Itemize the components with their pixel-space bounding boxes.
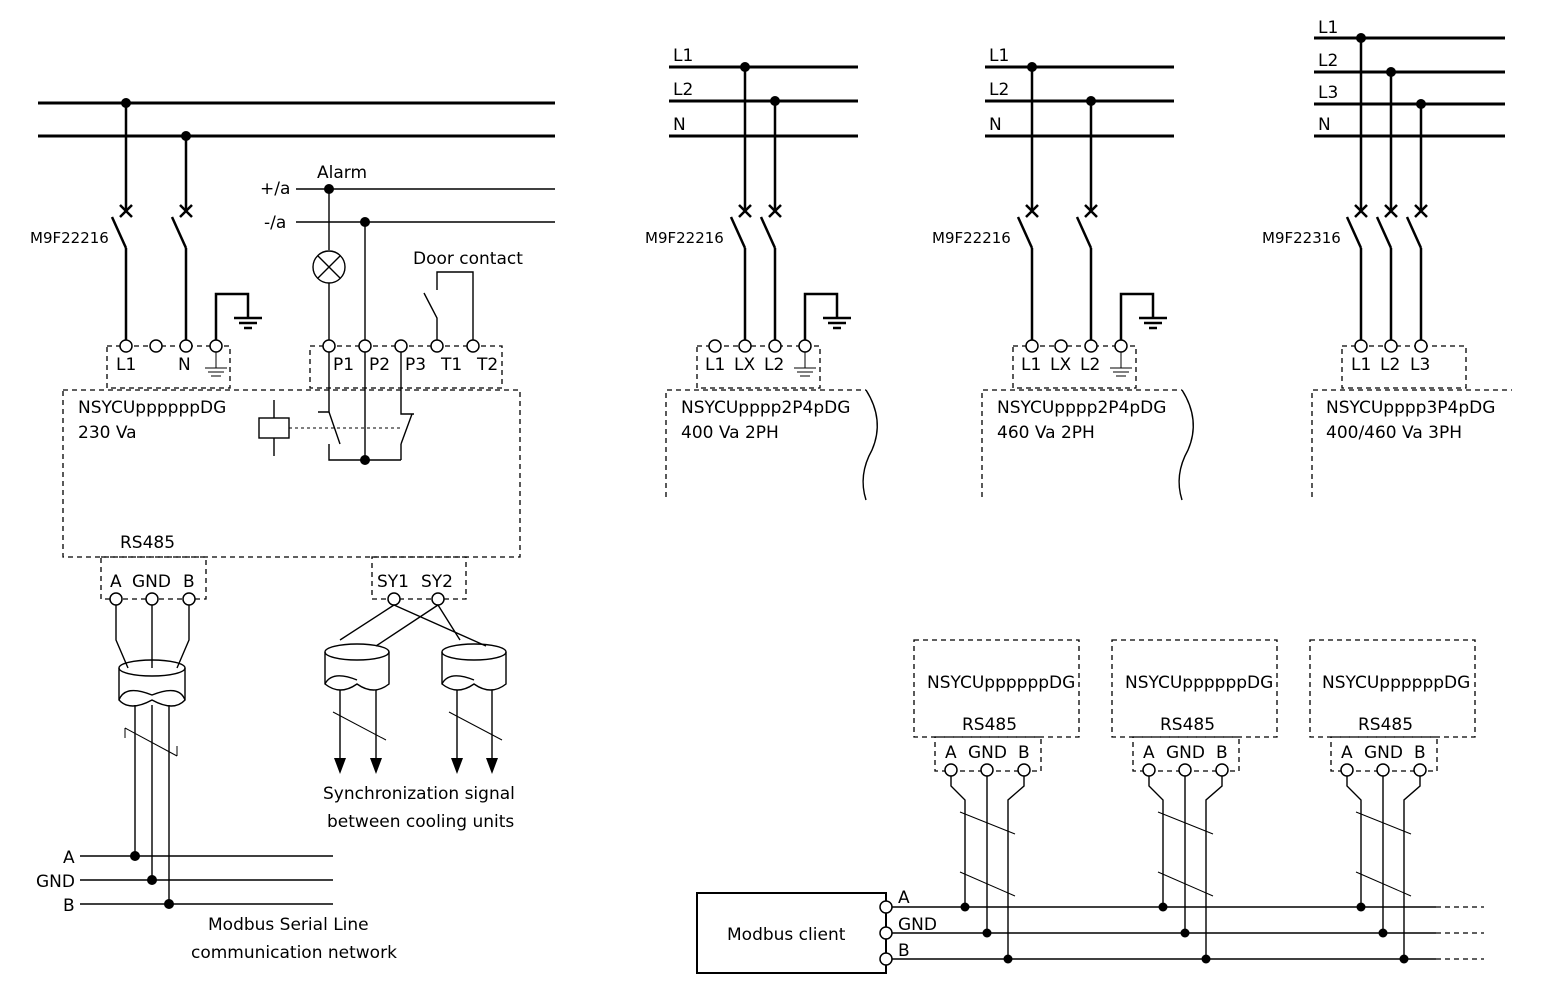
breaker-label: M9F22216 (645, 229, 724, 247)
door-contact-label: Door contact (413, 249, 523, 269)
terminal-label: GND (968, 743, 1007, 763)
terminal-label: GND (1364, 743, 1403, 763)
terminal-label: L1 (1351, 355, 1371, 375)
network-line-label: B (63, 896, 75, 916)
unit-name: NSYCUppppppDG (1125, 673, 1273, 693)
terminal-label: A (1143, 743, 1155, 763)
terminal-label: L2 (1380, 355, 1400, 375)
line-label: L3 (1318, 83, 1338, 103)
terminal-label: L1 (1021, 355, 1041, 375)
supply-plus-label: +/a (260, 179, 290, 199)
terminal-label: A (1341, 743, 1353, 763)
line-label: L2 (673, 80, 693, 100)
rs485-label: RS485 (120, 533, 175, 553)
diagram-single-phase-230v: M9F22216 L1 N +/a -/a Alarm Doo (30, 98, 555, 963)
bus-label: A (898, 888, 910, 908)
unit-name: NSYCUpppp3P4pDG (1326, 398, 1495, 418)
network-line-label: A (63, 848, 75, 868)
network-line-label: GND (36, 872, 75, 892)
bus-label: B (898, 941, 910, 961)
modbus-network: Modbus client A GND B NSYCUppppppDG RS48… (696, 639, 1484, 974)
line-label: L2 (1318, 51, 1338, 71)
modbus-unit: NSYCUppppppDG RS485 A GND B (913, 639, 1080, 964)
terminal-label: GND (132, 572, 171, 592)
line-label: L2 (989, 80, 1009, 100)
terminal-label: P2 (369, 355, 390, 375)
modbus-unit: NSYCUppppppDG RS485 A GND B (1111, 639, 1278, 964)
terminal-label: SY2 (421, 572, 453, 592)
cable-ferrite-icon (324, 643, 390, 691)
breaker-label: M9F22316 (1262, 229, 1341, 247)
line-label: L1 (1318, 18, 1338, 38)
terminal-label: P1 (333, 355, 354, 375)
terminal-label: B (183, 572, 195, 592)
line-label: N (673, 115, 686, 135)
network-caption-line1: Modbus Serial Line (208, 915, 369, 935)
unit-name: NSYCUppppppDG (78, 398, 226, 418)
supply-minus-label: -/a (264, 213, 286, 233)
rs485-label: RS485 (962, 715, 1017, 735)
terminal-label: P3 (405, 355, 426, 375)
network-caption-line2: communication network (191, 943, 397, 963)
unit-name: NSYCUppppppDG (1322, 673, 1470, 693)
terminal-label: L3 (1410, 355, 1430, 375)
unit-rating: 400/460 Va 3PH (1326, 423, 1462, 443)
terminal-label: B (1216, 743, 1228, 763)
alarm-label: Alarm (317, 163, 367, 183)
line-label: L1 (989, 46, 1009, 66)
line-label: N (989, 115, 1002, 135)
terminal-label: LX (734, 355, 755, 375)
breaker-label: M9F22216 (30, 229, 109, 247)
unit-rating: 460 Va 2PH (997, 423, 1095, 443)
terminal-label: T2 (476, 355, 498, 375)
unit-name: NSYCUpppp2P4pDG (681, 398, 850, 418)
alarm-lamp-icon (312, 250, 346, 284)
rs485-label: RS485 (1358, 715, 1413, 735)
terminal-label: L1 (116, 355, 136, 375)
bus-label: GND (898, 915, 937, 935)
terminal-label: LX (1050, 355, 1071, 375)
cable-ferrite-icon (118, 659, 186, 707)
breaker-label: M9F22216 (932, 229, 1011, 247)
terminal-label: B (1018, 743, 1030, 763)
terminal-label: A (945, 743, 957, 763)
line-label: N (1318, 115, 1331, 135)
terminal-label: N (178, 355, 191, 375)
modbus-client-label: Modbus client (727, 925, 846, 945)
cable-ferrite-icon (441, 643, 507, 691)
diagram-three-phase: L1 L2 L3 N M9F22316 L1 L2 L3 NSYCUpppp3P… (1262, 18, 1512, 497)
sync-caption-line2: between cooling units (327, 812, 514, 832)
modbus-unit: NSYCUppppppDG RS485 A GND B (1309, 639, 1476, 964)
unit-rating: 230 Va (78, 423, 137, 443)
rs485-label: RS485 (1160, 715, 1215, 735)
unit-name: NSYCUppppppDG (927, 673, 1075, 693)
terminal-label: B (1414, 743, 1426, 763)
unit-rating: 400 Va 2PH (681, 423, 779, 443)
terminal-label: A (110, 572, 122, 592)
diagram-two-phase-400v: L1 L2 N M9F22216 L1 LX L2 NSYCUpppp2P4pD… (645, 46, 878, 501)
sync-caption-line1: Synchronization signal (323, 784, 515, 804)
line-label: L1 (673, 46, 693, 66)
diagram-two-phase-460v: L1 L2 N M9F22216 L1 LX L2 NSYCUpppp2P4pD… (932, 46, 1194, 501)
unit-name: NSYCUpppp2P4pDG (997, 398, 1166, 418)
terminal-label: GND (1166, 743, 1205, 763)
terminal-label: L2 (1080, 355, 1100, 375)
terminal-label: L1 (705, 355, 725, 375)
terminal-label: T1 (440, 355, 462, 375)
terminal-label: L2 (764, 355, 784, 375)
terminal-label: SY1 (377, 572, 409, 592)
modbus-client-box (696, 892, 887, 974)
relay-coil-icon (258, 400, 290, 456)
